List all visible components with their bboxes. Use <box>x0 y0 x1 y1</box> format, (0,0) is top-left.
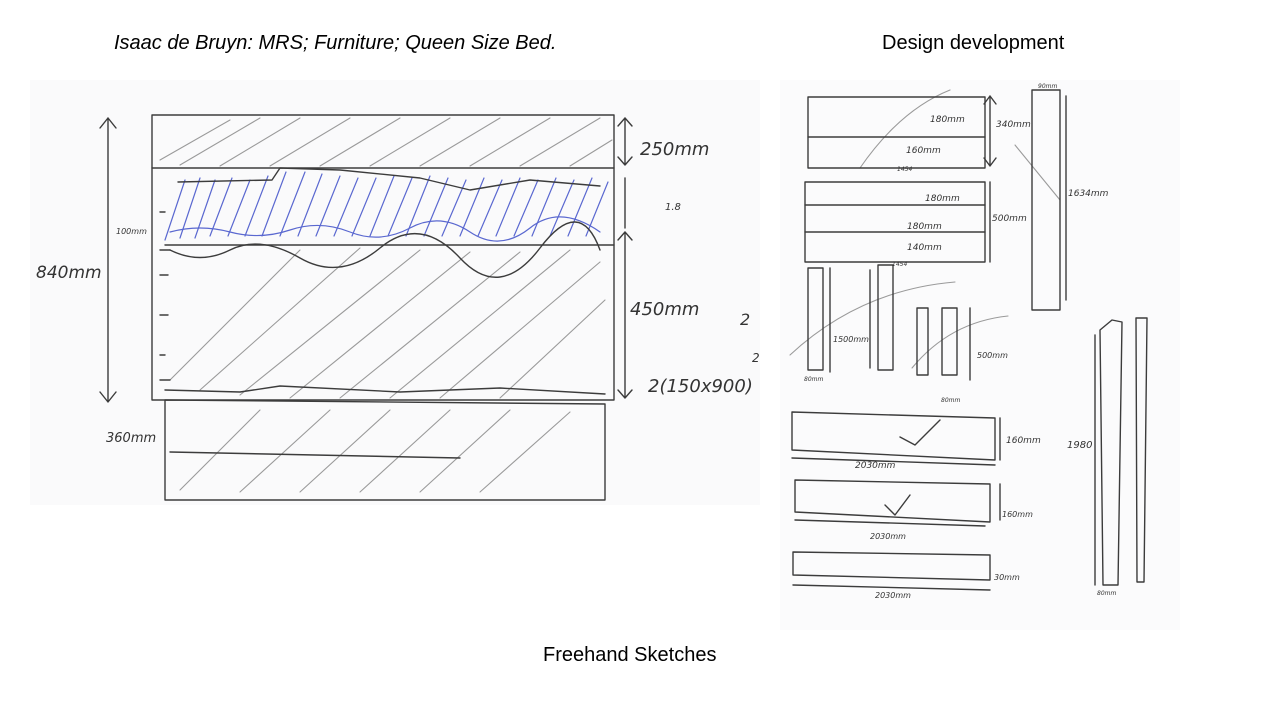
label-p2-a: 180mm <box>925 194 960 204</box>
slide-title-right: Design development <box>882 32 1065 54</box>
label-board1-w: 2030mm <box>855 461 896 471</box>
label-leg-long: 1500mm <box>833 335 869 344</box>
label-p1-width: 1454 <box>897 166 912 173</box>
label-450mm: 450mm <box>630 299 699 320</box>
label-board1-h: 160mm <box>1006 436 1041 446</box>
label-boards-sup: 2 <box>752 351 760 365</box>
label-boards: 2(150x900) <box>648 376 753 397</box>
label-840mm: 840mm <box>36 263 102 283</box>
label-p1-top: 180mm <box>930 115 965 125</box>
label-rail-len: 1980 <box>1067 440 1092 451</box>
label-board2-h: 160mm <box>1002 510 1033 519</box>
slide-caption: Freehand Sketches <box>543 644 717 666</box>
label-p2-width: 1454 <box>892 261 907 268</box>
label-2: 2 <box>740 310 750 329</box>
label-leg-short-w: 80mm <box>941 397 960 404</box>
design-development-sketch: 180mm 160mm 340mm 1454 180mm 180mm 140mm… <box>780 80 1180 630</box>
label-leg-long-w: 80mm <box>804 376 823 383</box>
label-rail-w: 80mm <box>1097 590 1116 597</box>
label-100mm: 100mm <box>116 227 147 236</box>
label-leg-short: 500mm <box>977 351 1008 360</box>
label-board2-w: 2030mm <box>870 532 906 541</box>
label-360mm: 360mm <box>106 431 156 446</box>
bed-elevation-sketch: 250mm 1.8 100mm 840mm 450mm 2 2(150x900)… <box>30 80 760 505</box>
label-250mm: 250mm <box>640 139 709 160</box>
label-board3-h: 30mm <box>994 573 1020 582</box>
label-p2-c: 140mm <box>907 243 942 253</box>
label-p1-bottom: 160mm <box>906 146 941 156</box>
label-post-top: 90mm <box>1038 83 1057 90</box>
slide-title-left: Isaac de Bruyn: MRS; Furniture; Queen Si… <box>114 32 557 54</box>
label-1-8: 1.8 <box>665 202 681 213</box>
label-p2-b: 180mm <box>907 222 942 232</box>
label-board3-w: 2030mm <box>875 591 911 600</box>
label-p1-total: 340mm <box>996 120 1031 130</box>
label-post-len: 1634mm <box>1068 189 1109 199</box>
label-p2-total: 500mm <box>992 214 1027 224</box>
